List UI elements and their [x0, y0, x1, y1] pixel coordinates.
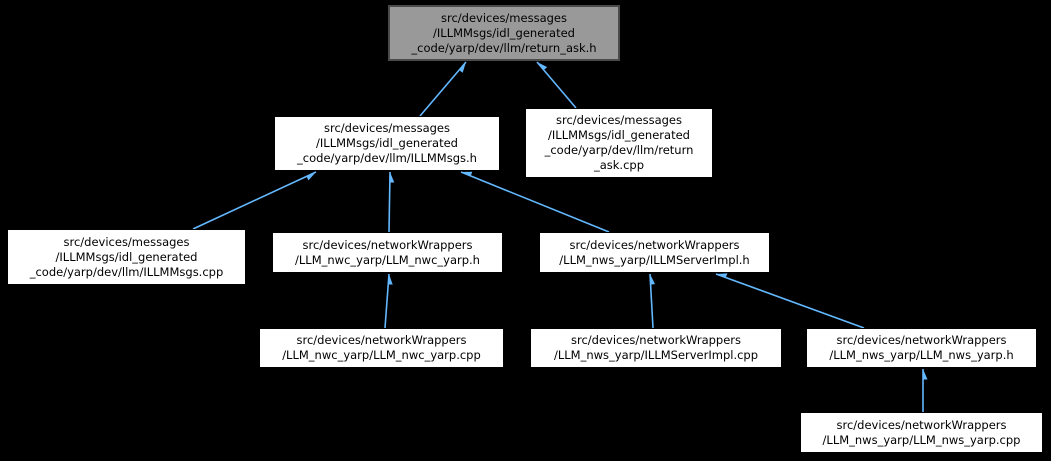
- graph-node-llm-nws-yarp-cpp[interactable]: src/devices/networkWrappers/LLM_nws_yarp…: [800, 412, 1043, 453]
- graph-node-label-line: /ILLMMsgs/idl_generated: [548, 128, 690, 142]
- graph-node-label-line: src/devices/networkWrappers: [569, 237, 740, 252]
- graph-node-label-line: src/devices/messages: [324, 121, 450, 135]
- graph-node-llm-nwc-yarp-cpp[interactable]: src/devices/networkWrappers/LLM_nwc_yarp…: [259, 328, 504, 368]
- graph-node-llm-nwc-yarp-h[interactable]: src/devices/networkWrappers/LLM_nwc_yarp…: [272, 232, 503, 273]
- graph-node-label-line: /LLM_nws_yarp/LLM_nws_yarp.h: [829, 348, 1014, 362]
- graph-node-label-line: /LLM_nws_yarp/ILLMServerImpl.cpp: [553, 348, 759, 362]
- graph-node-label-line: src/devices/networkWrappers: [296, 333, 467, 347]
- graph-node-illmmsgs-cpp[interactable]: src/devices/messages/ILLMMsgs/idl_genera…: [7, 229, 246, 285]
- graph-node-return-ask-h[interactable]: src/devices/messages/ILLMMsgs/idl_genera…: [388, 5, 620, 61]
- graph-edge-llm-nwc-yarp-h-to-illmmsgs-h: [388, 171, 390, 233]
- graph-edge-llm-nwc-yarp-cpp-to-llm-nwc-yarp-h: [384, 273, 389, 329]
- graph-node-label-line: /ILLMMsgs/idl_generated: [55, 249, 198, 264]
- graph-node-label-line: _code/yarp/dev/llm/ILLMMsgs.h: [297, 151, 477, 165]
- graph-node-label-line: src/devices/networkWrappers: [570, 333, 742, 347]
- graph-node-label-line: _code/yarp/dev/llm/ILLMMsgs.cpp: [29, 264, 224, 279]
- graph-node-label-line: /LLM_nws_yarp/ILLMServerImpl.h: [559, 252, 750, 267]
- graph-node-label-line: src/devices/networkWrappers: [836, 333, 1007, 347]
- graph-edge-illmserverimpl-cpp-to-illmserverimpl-h: [649, 273, 653, 329]
- graph-edge-llm-nws-yarp-h-to-illmserverimpl-h: [715, 273, 865, 329]
- graph-node-label-line: src/devices/messages: [556, 113, 682, 127]
- graph-edge-illmmsgs-h-to-return-ask-h: [419, 61, 467, 117]
- graph-node-illmserverimpl-h[interactable]: src/devices/networkWrappers/LLM_nws_yarp…: [539, 232, 770, 273]
- graph-node-label-line: src/devices/messages: [63, 234, 190, 249]
- graph-edge-return-ask-cpp-to-return-ask-h: [536, 61, 577, 109]
- graph-node-illmmsgs-h[interactable]: src/devices/messages/ILLMMsgs/idl_genera…: [274, 116, 500, 171]
- graph-node-label-line: /LLM_nwc_yarp/LLM_nwc_yarp.h: [295, 252, 480, 267]
- graph-node-label-line: /LLM_nws_yarp/LLM_nws_yarp.cpp: [822, 432, 1021, 447]
- graph-node-llm-nws-yarp-h[interactable]: src/devices/networkWrappers/LLM_nws_yarp…: [806, 328, 1037, 368]
- graph-node-label-line: src/devices/networkWrappers: [302, 237, 473, 252]
- graph-node-label-line: /ILLMMsgs/idl_generated: [433, 25, 575, 40]
- graph-node-label-line: _ask.cpp: [593, 158, 645, 172]
- graph-node-label-line: /LLM_nwc_yarp/LLM_nwc_yarp.cpp: [282, 348, 481, 362]
- graph-node-label-line: /ILLMMsgs/idl_generated: [316, 136, 458, 150]
- graph-node-label-line: _code/yarp/dev/llm/return_ask.h: [411, 40, 597, 55]
- graph-node-illmserverimpl-cpp[interactable]: src/devices/networkWrappers/LLM_nws_yarp…: [530, 328, 782, 368]
- graph-node-return-ask-cpp[interactable]: src/devices/messages/ILLMMsgs/idl_genera…: [525, 108, 713, 178]
- graph-node-label-line: src/devices/messages: [441, 10, 567, 25]
- graph-node-label-line: src/devices/networkWrappers: [836, 417, 1007, 432]
- graph-node-label-line: _code/yarp/dev/llm/return: [544, 143, 694, 157]
- graph-edge-illmserverimpl-h-to-illmmsgs-h: [460, 171, 610, 233]
- graph-edge-illmmsgs-cpp-to-illmmsgs-h: [192, 171, 317, 230]
